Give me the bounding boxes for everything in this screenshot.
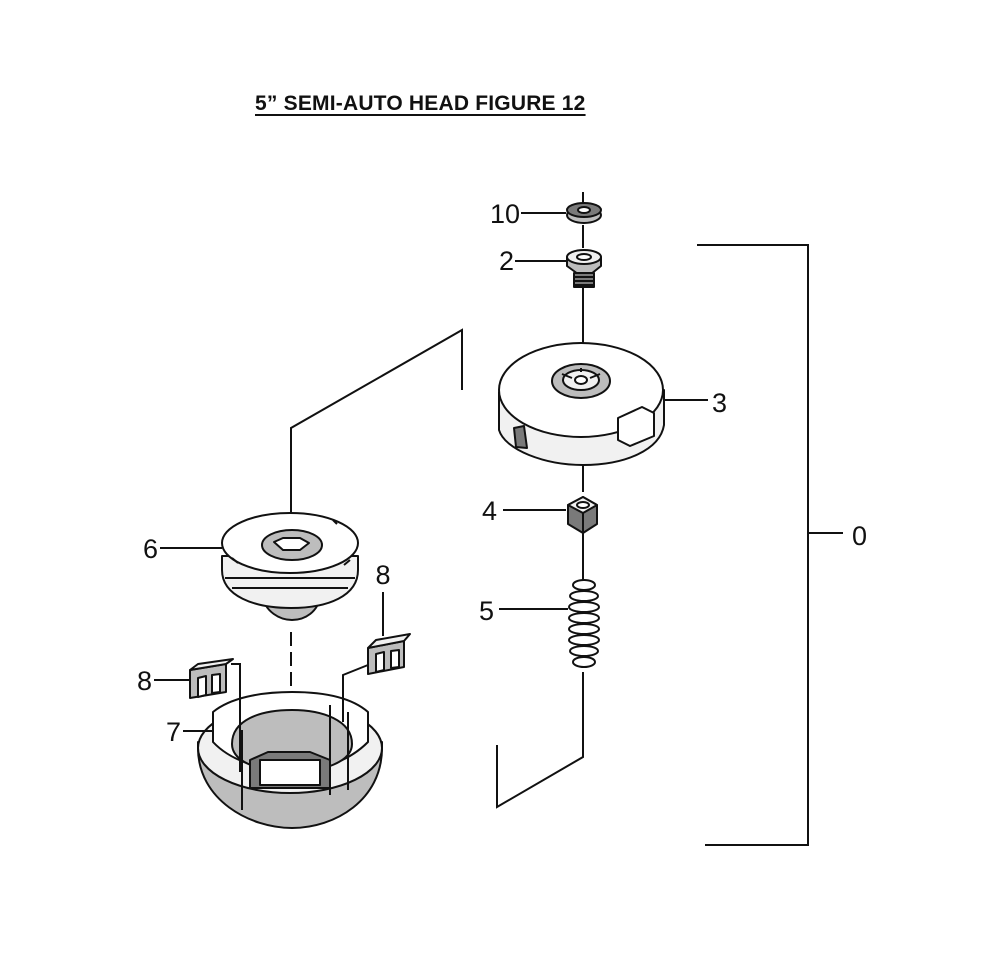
part-5-spring bbox=[499, 579, 600, 668]
part-4-nut bbox=[503, 496, 598, 534]
assembly-bracket bbox=[697, 244, 843, 846]
callout-labels: 10 2 3 4 5 6 7 8 8 0 bbox=[137, 199, 867, 747]
part-8-eyelet-right bbox=[342, 592, 411, 722]
part-8-eyelet-left bbox=[154, 658, 241, 772]
callout-4: 4 bbox=[482, 496, 497, 526]
callout-0: 0 bbox=[852, 521, 867, 551]
callout-7: 7 bbox=[166, 717, 181, 747]
callout-5: 5 bbox=[479, 596, 494, 626]
callout-3: 3 bbox=[712, 388, 727, 418]
figure-title: 5” SEMI-AUTO HEAD FIGURE 12 bbox=[255, 92, 586, 115]
part-6-spool bbox=[160, 512, 359, 621]
callout-8-right: 8 bbox=[375, 560, 390, 590]
part-2-bolt bbox=[566, 249, 602, 288]
callout-8-left: 8 bbox=[137, 666, 152, 696]
part-10-washer bbox=[566, 202, 602, 224]
callout-10: 10 bbox=[490, 199, 520, 229]
part-7-housing bbox=[183, 691, 383, 829]
part-3-cover bbox=[498, 342, 708, 466]
callout-6: 6 bbox=[143, 534, 158, 564]
callout-2: 2 bbox=[499, 246, 514, 276]
